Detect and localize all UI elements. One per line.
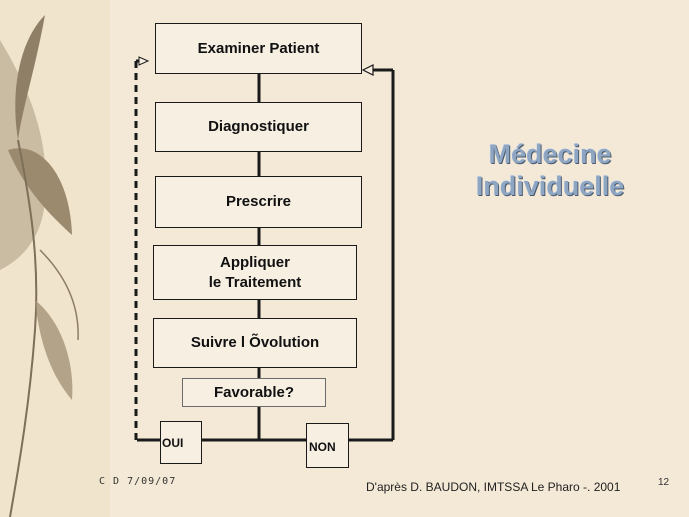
- step-apply-treatment: Appliquer le Traitement: [153, 245, 357, 300]
- slide-title: Médecine Individuelle: [455, 138, 645, 202]
- footer-credit: D'après D. BAUDON, IMTSSA Le Pharo -. 20…: [366, 480, 621, 494]
- step-diagnose-label: Diagnostiquer: [208, 118, 309, 135]
- yes-label: OUI: [162, 436, 184, 450]
- step-prescribe: Prescrire: [155, 176, 362, 228]
- title-line-2: Individuelle: [475, 171, 625, 201]
- yes-box: OUI: [160, 421, 202, 464]
- step-examine-label: Examiner Patient: [197, 39, 320, 57]
- title-line-1: Médecine: [488, 139, 612, 169]
- step-prescribe-label: Prescrire: [225, 193, 292, 210]
- decision-favorable: Favorable?: [182, 378, 326, 407]
- step-follow-evolution: Suivre l Õvolution: [153, 318, 357, 368]
- footer-date: C D 7/09/07: [99, 476, 177, 487]
- step-apply-label: Appliquer le Traitement: [208, 253, 302, 291]
- step-examine-patient: Examiner Patient: [155, 23, 362, 74]
- leaf-decoration: [0, 0, 110, 517]
- no-box: NON: [306, 423, 349, 468]
- decision-label: Favorable?: [213, 383, 295, 401]
- step-diagnose: Diagnostiquer: [155, 102, 362, 152]
- no-label: NON: [309, 440, 336, 454]
- page-number: 12: [658, 477, 670, 488]
- step-follow-label: Suivre l Õvolution: [190, 334, 320, 351]
